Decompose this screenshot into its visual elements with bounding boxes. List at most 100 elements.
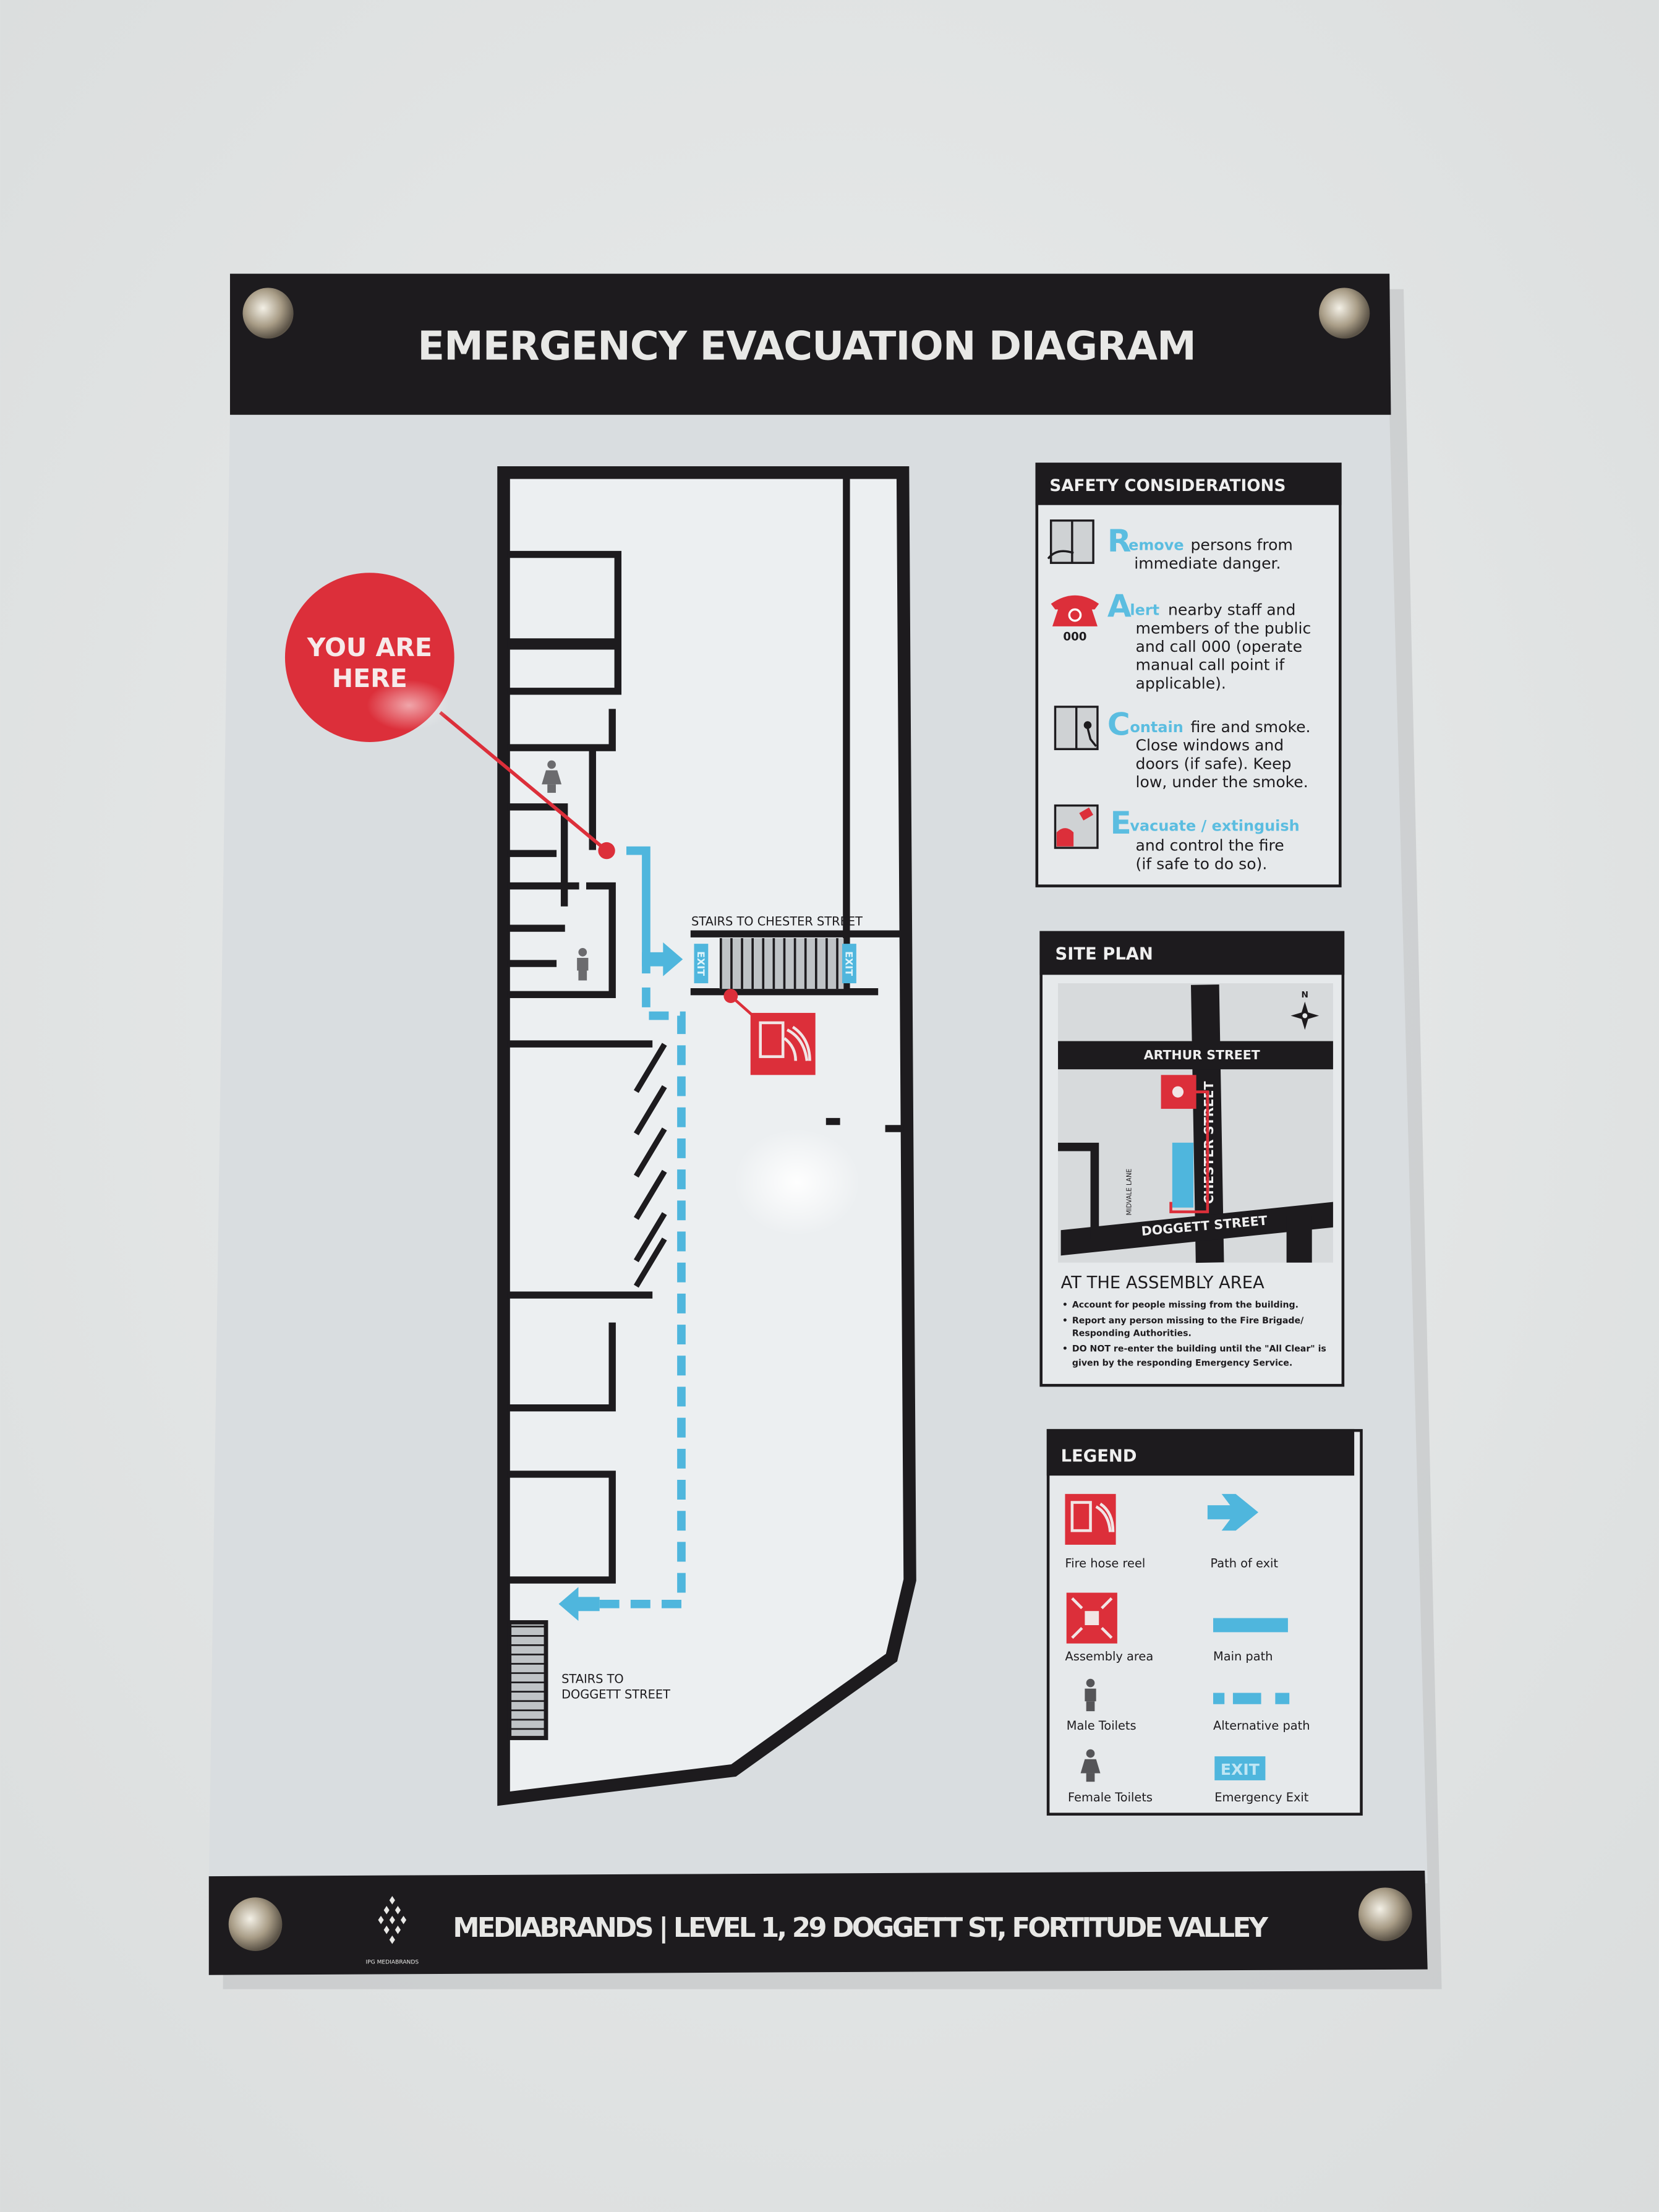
bullet: • (1062, 1316, 1068, 1326)
floor-plan (497, 466, 916, 1806)
remove-person-icon (1047, 519, 1094, 564)
exit-label: EXIT (843, 951, 855, 976)
safety-keyword: emove (1128, 537, 1183, 554)
fire-hose-reel-icon (1065, 1493, 1116, 1545)
doggett-street-road (1060, 1202, 1333, 1256)
safety-text: manual call point if (1136, 656, 1286, 674)
arrow-left-icon (558, 1587, 600, 1621)
logo-text: IPG MEDIABRANDS (365, 1960, 419, 1966)
stairs-chester-label: STAIRS TO CHESTER STREET (691, 914, 863, 928)
screw (242, 288, 294, 339)
safety-letter: A (1107, 587, 1132, 624)
site-map: MIDVALE LANE ARTHUR STREET CHESTER STREE… (1058, 983, 1333, 1263)
dashed-line-icon (1213, 1693, 1290, 1704)
site-plan-panel: SITE PLAN MIDVALE LANE ARTHUR STREET CHE… (1039, 931, 1345, 1387)
compass-icon (1290, 1001, 1320, 1030)
female-toilet-icon (1080, 1749, 1101, 1782)
safety-text: members of the public (1136, 619, 1311, 637)
safety-text: persons from (1191, 536, 1293, 554)
phone-number: 000 (1063, 631, 1086, 644)
assembly-bullet: Report any person missing to the Fire Br… (1072, 1316, 1304, 1326)
building-marker (1172, 1142, 1194, 1208)
safety-text: low, under the smoke. (1136, 773, 1308, 791)
safety-title: SAFETY CONSIDERATIONS (1049, 477, 1286, 495)
male-toilet-icon (1085, 1678, 1096, 1712)
assembly-heading: AT THE ASSEMBLY AREA (1061, 1273, 1265, 1292)
legend-title: LEGEND (1061, 1446, 1137, 1466)
safety-text: fire and smoke. (1191, 718, 1311, 736)
logo-diamond (389, 1896, 395, 1905)
safety-keyword: ontain (1130, 719, 1183, 736)
safety-text: (if safe to do so). (1136, 855, 1268, 873)
light-glare (733, 1129, 861, 1236)
safety-letter: E (1110, 805, 1131, 841)
safety-text: Close windows and (1136, 737, 1284, 754)
route-to-assembly (1169, 1090, 1209, 1213)
stairs-doggett-label-1: STAIRS TO (561, 1672, 624, 1686)
bullet: • (1062, 1300, 1068, 1310)
footer-bar (208, 1870, 1428, 1975)
midvale-lane-road (1058, 1142, 1099, 1239)
logo-diamond (378, 1915, 384, 1924)
assembly-bullet: given by the responding Emergency Servic… (1072, 1358, 1292, 1368)
safety-letter: R (1107, 523, 1132, 559)
safety-text: immediate danger. (1134, 554, 1281, 572)
exit-paths (558, 846, 686, 1621)
screws (228, 288, 1412, 1951)
solid-line-icon (1213, 1618, 1288, 1633)
stairs-doggett-street: STAIRS TO DOGGETT STREET (507, 1620, 670, 1740)
legend-exit-text: EXIT (1221, 1761, 1260, 1779)
footer-address: MEDIABRANDS | LEVEL 1, 29 DOGGETT ST, FO… (453, 1913, 1268, 1944)
building-outline (497, 466, 916, 1806)
logo-diamond (389, 1915, 395, 1924)
legend-label: Female Toilets (1068, 1790, 1153, 1804)
you-are-here-line-1: YOU ARE (307, 633, 432, 662)
midvale-lane-label: MIDVALE LANE (1126, 1169, 1133, 1216)
bullet: • (1062, 1344, 1068, 1354)
mediabrands-logo: IPG MEDIABRANDS (365, 1896, 419, 1966)
light-glare (367, 680, 452, 731)
safety-considerations-panel: SAFETY CONSIDERATIONS R emove persons fr… (1035, 463, 1342, 887)
assembly-bullet: Responding Authorities. (1072, 1328, 1192, 1338)
extinguisher-icon (1054, 804, 1099, 849)
stair-treads (507, 1620, 548, 1740)
assembly-bullet: DO NOT re-enter the building until the "… (1072, 1344, 1326, 1354)
legend-panel: LEGEND Fire hose reel Path of exit Assem… (1046, 1428, 1363, 1816)
safety-keyword: vacuate / extinguish (1130, 818, 1299, 835)
screw (1319, 288, 1370, 339)
safety-text: and control the fire (1136, 837, 1284, 855)
stair-treads (719, 938, 844, 989)
fire-hose-reel-marker (723, 989, 816, 1075)
header-bar (229, 273, 1391, 415)
main-path (626, 846, 650, 974)
safety-text: and call 000 (operate (1136, 638, 1302, 655)
telephone-icon (1051, 595, 1099, 626)
legend-label: Alternative path (1213, 1719, 1310, 1733)
stairs-chester-street: EXIT EXIT STAIRS TO CHESTER STREET (691, 914, 863, 989)
site-plan-title: SITE PLAN (1056, 944, 1153, 963)
logo-diamond (383, 1925, 390, 1934)
safety-text: doors (if safe). Keep (1136, 754, 1292, 772)
safety-keyword: lert (1130, 602, 1159, 619)
legend-label: Fire hose reel (1065, 1556, 1145, 1570)
female-toilet-icon (542, 760, 562, 793)
legend-label: Emergency Exit (1214, 1790, 1309, 1804)
assembly-bullet: Account for people missing from the buil… (1072, 1300, 1299, 1310)
logo-diamond (389, 1935, 395, 1944)
exit-sign-icon (842, 944, 856, 984)
exit-sign-icon (1214, 1756, 1266, 1780)
arthur-street-label: ARTHUR STREET (1144, 1048, 1260, 1062)
exit-sign-icon (694, 944, 709, 984)
safety-letter: C (1107, 706, 1130, 743)
logo-diamond (394, 1925, 401, 1934)
logo-diamond (401, 1915, 407, 1924)
legend-label: Path of exit (1210, 1556, 1278, 1570)
arthur-street-road (1058, 1041, 1333, 1070)
north-label: N (1302, 990, 1308, 1000)
hatched-wall (633, 1043, 667, 1288)
screw (1358, 1887, 1412, 1941)
legend-label: Main path (1213, 1649, 1273, 1663)
exit-label: EXIT (695, 951, 707, 976)
arrow-right-icon (1207, 1493, 1258, 1531)
